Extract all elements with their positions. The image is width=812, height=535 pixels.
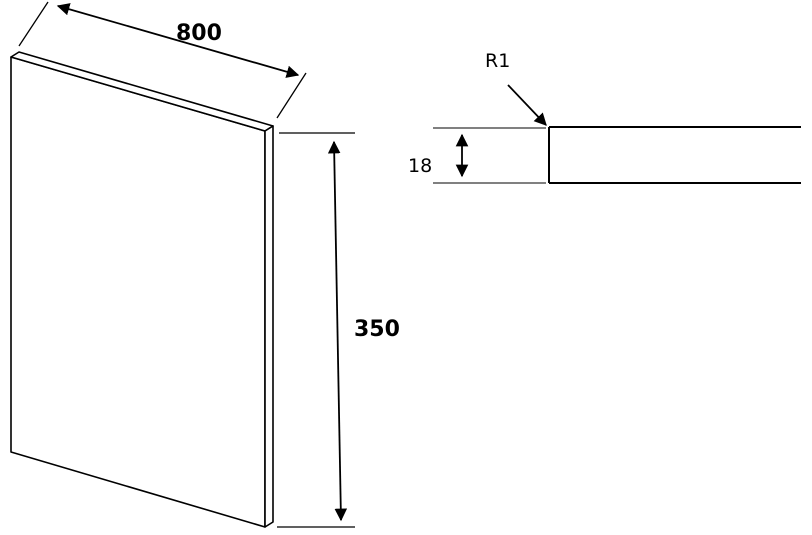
radius-leader-line [507,84,547,126]
width-dimension-line [56,3,300,78]
panel-isometric-view [10,51,274,528]
height-label: 350 [354,317,400,342]
width-extension-line-left [18,1,49,47]
width-dimension [18,1,307,119]
thickness-label: 18 [408,155,432,177]
edge-detail-section [433,84,801,184]
panel-right-edge [264,125,274,528]
panel-front-face [10,56,266,528]
height-dimension-line [327,140,348,522]
height-dimension [277,132,355,528]
width-label: 800 [176,21,222,46]
radius-label: R1 [485,50,510,72]
width-extension-line-right [276,72,307,119]
